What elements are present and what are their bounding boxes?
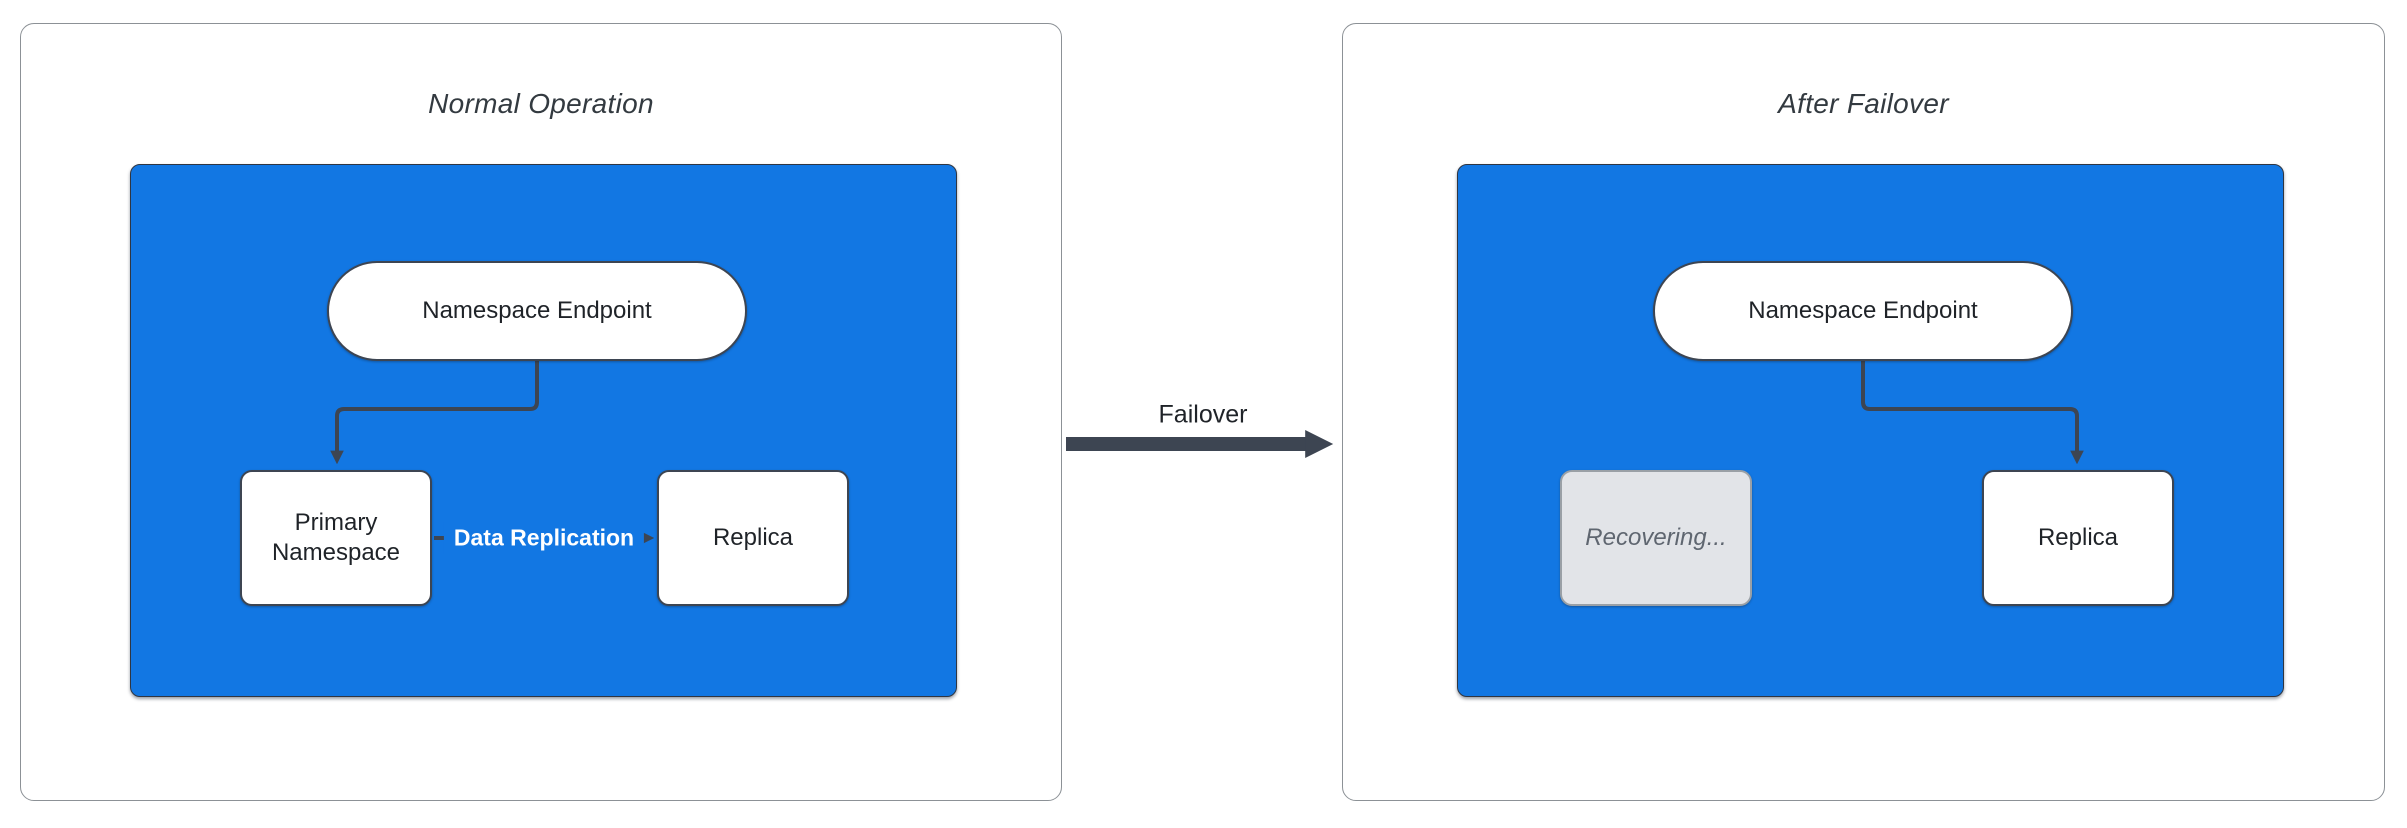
node-namespace-endpoint-right: Namespace Endpoint (1653, 261, 2073, 361)
node-primary-namespace: Primary Namespace (240, 470, 432, 606)
panel-title-normal-operation: Normal Operation (428, 88, 654, 119)
namespace-group-right (1457, 164, 2284, 697)
node-namespace-endpoint-left: Namespace Endpoint (327, 261, 747, 361)
edge-label-failover: Failover (1158, 400, 1248, 429)
edge-label-data-replication: Data Replication (443, 521, 645, 555)
node-replica-left: Replica (657, 470, 849, 606)
panel-title-after-failover: After Failover (1778, 88, 1949, 119)
namespace-group-left (130, 164, 957, 697)
node-replica-right: Replica (1982, 470, 2174, 606)
node-recovering: Recovering... (1560, 470, 1752, 606)
